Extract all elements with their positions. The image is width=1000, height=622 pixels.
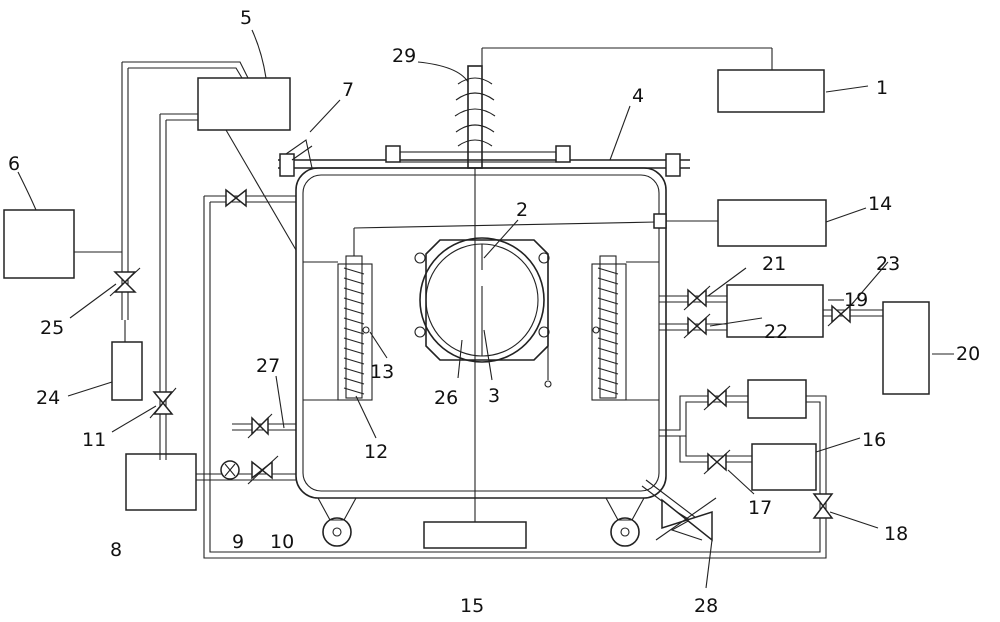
label-12: 12 bbox=[364, 441, 388, 463]
wheels bbox=[317, 497, 645, 547]
label-5: 5 bbox=[240, 7, 252, 29]
valve-18 bbox=[812, 493, 834, 519]
leader-lines bbox=[17, 29, 954, 589]
label-24: 24 bbox=[36, 387, 60, 409]
ring-electrode bbox=[414, 237, 552, 388]
label-11: 11 bbox=[82, 429, 106, 451]
valve-28 bbox=[661, 498, 713, 542]
label-2: 2 bbox=[516, 199, 528, 221]
label-9: 9 bbox=[232, 531, 244, 553]
part-labels: 1 2 3 4 5 6 7 8 9 10 11 12 13 14 15 16 1… bbox=[8, 7, 980, 617]
label-8: 8 bbox=[110, 539, 122, 561]
label-25: 25 bbox=[40, 317, 64, 339]
vessel-4 bbox=[278, 145, 690, 499]
valve-top-left bbox=[225, 188, 247, 208]
label-3: 3 bbox=[488, 385, 500, 407]
label-28: 28 bbox=[694, 595, 718, 617]
box-1 bbox=[717, 69, 825, 113]
box-5 bbox=[197, 77, 291, 131]
label-15: 15 bbox=[460, 595, 484, 617]
piping bbox=[74, 61, 883, 559]
box-15 bbox=[423, 521, 527, 549]
box-19 bbox=[726, 284, 824, 338]
box-16-upper bbox=[747, 379, 807, 419]
label-6: 6 bbox=[8, 153, 20, 175]
label-7: 7 bbox=[342, 79, 354, 101]
label-16: 16 bbox=[862, 429, 886, 451]
box-14 bbox=[717, 199, 827, 247]
coil-left bbox=[303, 221, 657, 401]
label-29: 29 bbox=[392, 45, 416, 67]
label-23: 23 bbox=[876, 253, 900, 275]
label-13: 13 bbox=[370, 361, 394, 383]
label-17: 17 bbox=[748, 497, 772, 519]
valves bbox=[109, 188, 855, 542]
box-20 bbox=[882, 301, 930, 395]
coil-right bbox=[591, 213, 718, 401]
bushing-29 bbox=[454, 47, 773, 522]
label-20: 20 bbox=[956, 343, 980, 365]
label-4: 4 bbox=[632, 85, 644, 107]
label-1: 1 bbox=[876, 77, 888, 99]
box-6 bbox=[3, 209, 75, 279]
label-18: 18 bbox=[884, 523, 908, 545]
label-26: 26 bbox=[434, 387, 458, 409]
box-24 bbox=[111, 341, 143, 401]
label-19: 19 bbox=[844, 289, 868, 311]
label-14: 14 bbox=[868, 193, 892, 215]
box-16 bbox=[751, 443, 817, 491]
box-8 bbox=[125, 453, 197, 511]
label-27: 27 bbox=[256, 355, 280, 377]
label-10: 10 bbox=[270, 531, 294, 553]
label-22: 22 bbox=[764, 321, 788, 343]
label-21: 21 bbox=[762, 253, 786, 275]
